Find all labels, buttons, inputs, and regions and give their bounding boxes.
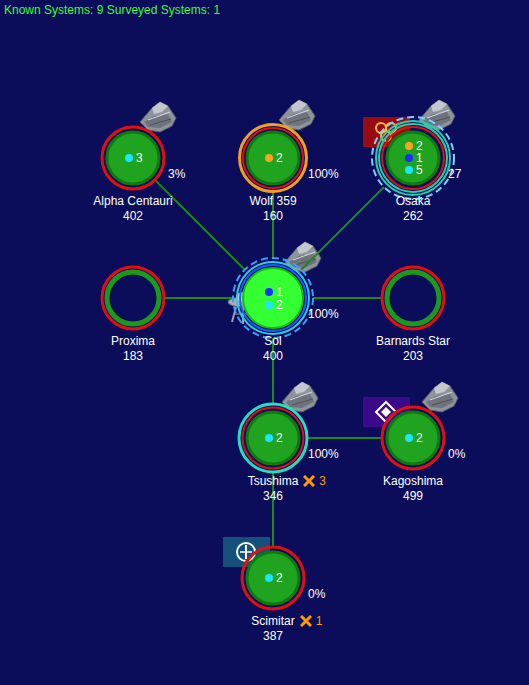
- system-ring: [368, 393, 458, 483]
- jump-lane: [301, 187, 384, 270]
- star-system: 2100%Wolf 359160: [241, 126, 305, 190]
- system-ring: [368, 253, 458, 343]
- system-number: 203: [403, 349, 423, 363]
- ship-count: 2: [416, 431, 423, 445]
- system-ring: [228, 533, 318, 623]
- system-ring: [228, 253, 318, 343]
- survey-percent: 0%: [448, 447, 465, 461]
- star-system: 2100%Tsushima3346: [241, 406, 305, 470]
- fleet-dot: [265, 434, 273, 442]
- ship-count: 2: [276, 571, 283, 585]
- system-ring: [228, 393, 318, 483]
- system-name: Sol: [264, 334, 281, 348]
- survey-percent: 100%: [308, 447, 339, 461]
- fleet-dot: [405, 166, 413, 174]
- system-name: Alpha Centauri: [93, 194, 172, 208]
- survey-percent: 27: [448, 167, 461, 181]
- system-number: 387: [263, 629, 283, 643]
- ship-count: 2: [276, 431, 283, 445]
- survey-percent: 0%: [308, 587, 325, 601]
- jump-lane: [308, 437, 381, 439]
- system-name: Scimitar: [251, 614, 294, 628]
- system-ring: [368, 113, 458, 203]
- survey-percent: 100%: [308, 167, 339, 181]
- ship-count: 5: [416, 163, 423, 177]
- conflict-marker: [300, 615, 312, 627]
- conflict-count: 3: [319, 474, 326, 488]
- fleet-icons: [140, 100, 458, 412]
- fleet-dot: [265, 301, 273, 309]
- fleet-dot: [405, 154, 413, 162]
- ship-count: 3: [136, 151, 143, 165]
- system-ring: [228, 113, 318, 203]
- ship-count: 1: [416, 151, 423, 165]
- system-name: Tsushima: [248, 474, 299, 488]
- status-label: Known Systems: 9 Surveyed Systems: 1: [4, 3, 220, 17]
- system-number: 402: [123, 209, 143, 223]
- fleet-dot: [265, 154, 273, 162]
- system-name: Barnards Star: [376, 334, 450, 348]
- system-number: 160: [263, 209, 283, 223]
- star-system: 21527Osaka262: [381, 126, 445, 190]
- fleet-dot: [125, 154, 133, 162]
- system-name: Proxima: [111, 334, 155, 348]
- star-system: 20%Scimitar1387: [241, 546, 305, 610]
- star-system: Barnards Star203: [381, 266, 445, 330]
- jump-lane: [313, 297, 381, 299]
- system-number: 346: [263, 489, 283, 503]
- survey-percent: 100%: [308, 307, 339, 321]
- star-system: 12100%Sol400: [241, 266, 305, 330]
- fleet-dot: [405, 142, 413, 150]
- system-number: 183: [123, 349, 143, 363]
- system-name: Wolf 359: [249, 194, 296, 208]
- system-name: Kagoshima: [383, 474, 443, 488]
- ship-count: 2: [276, 298, 283, 312]
- ship-count: 1: [276, 285, 283, 299]
- survey-percent: 3%: [168, 167, 185, 181]
- ship-count: 2: [276, 151, 283, 165]
- system-name: Osaka: [396, 194, 431, 208]
- fleet-dot: [405, 434, 413, 442]
- fleet-dot: [265, 574, 273, 582]
- star-system: 33%Alpha Centauri402: [101, 126, 165, 190]
- conflict-count: 1: [316, 614, 323, 628]
- system-number: 499: [403, 489, 423, 503]
- jump-lane: [156, 181, 245, 270]
- ship-count: 2: [416, 139, 423, 153]
- system-number: 400: [263, 349, 283, 363]
- star-system: Proxima183: [101, 266, 165, 330]
- system-ring: [88, 253, 178, 343]
- star-system: 20%Kagoshima499: [381, 406, 445, 470]
- system-ring: [88, 113, 178, 203]
- fleet-dot: [265, 288, 273, 296]
- jump-lane: [165, 297, 233, 299]
- system-number: 262: [403, 209, 423, 223]
- conflict-marker: [303, 475, 315, 487]
